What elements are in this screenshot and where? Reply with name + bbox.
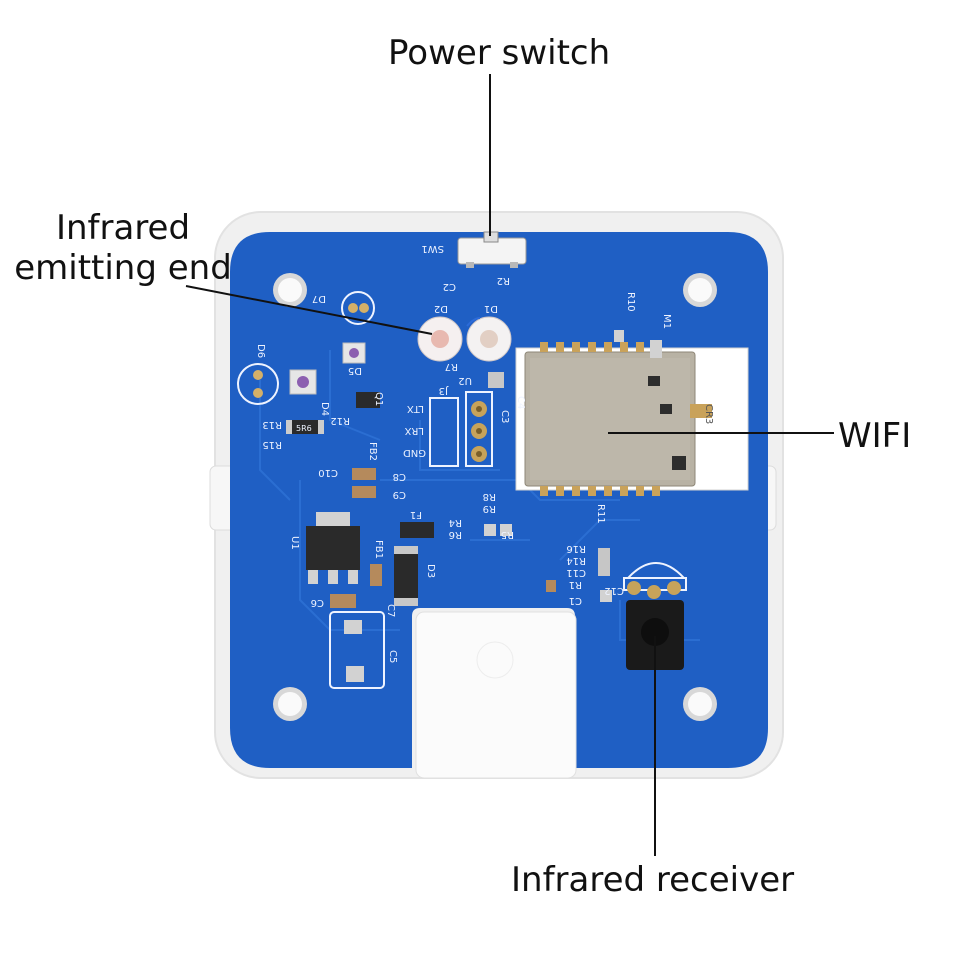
silk-f1: F1 (410, 509, 422, 520)
power-switch (457, 231, 527, 268)
silk-c12: C12 (604, 585, 624, 596)
header-j3 (429, 391, 493, 467)
callout-power-switch: Power switch (388, 33, 611, 73)
silk-fb1: FB1 (373, 540, 384, 559)
silk-d1: D1 (484, 303, 498, 314)
silk-c9: C9 (393, 489, 406, 500)
leader-ir-emitting (185, 285, 433, 335)
silk-ltx: LTX (407, 403, 424, 414)
silk-cr3: CR3 (703, 404, 714, 424)
silk-d2: D2 (434, 303, 448, 314)
silk-c3: C3 (499, 410, 510, 423)
led-d4 (289, 369, 317, 395)
silk-m1: M1 (661, 314, 672, 329)
silk-d5: D5 (348, 365, 362, 376)
silk-d3: D3 (425, 564, 436, 578)
silk-u2: U2 (458, 375, 472, 386)
silk-fb2: FB2 (367, 442, 378, 461)
silk-r2: R2 (497, 275, 510, 286)
silk-c2: C2 (443, 281, 456, 292)
silk-r12: R12 (330, 415, 350, 426)
silk-lrx: LRX (404, 425, 424, 436)
callout-wifi: WIFI (838, 416, 912, 456)
ir-emitter-leds (237, 291, 512, 405)
callout-leaders (185, 74, 834, 856)
silk-r9: R9 (483, 503, 496, 514)
silk-c5: C5 (387, 650, 398, 663)
pcb-traces (259, 350, 700, 641)
silk-r13: R13 (262, 419, 282, 430)
mounting-holes (273, 273, 717, 721)
silk-u1: U1 (289, 536, 300, 550)
silk-r10: R10 (625, 292, 636, 312)
silk-c6: C6 (311, 597, 324, 608)
smd-components (286, 330, 662, 689)
silk-c7: C7 (385, 604, 396, 617)
silk-r7: R7 (445, 361, 458, 372)
silk-r11: R11 (595, 504, 606, 524)
silk-d7: D7 (312, 293, 326, 304)
silk-r8: R8 (483, 491, 496, 502)
silk-d6: D6 (255, 344, 266, 358)
ir-receiver (623, 562, 687, 670)
silk-gnd: GND (403, 447, 426, 458)
silk-c1: C1 (569, 595, 582, 606)
callout-infrared-emitting-end: Infrared emitting end (12, 208, 234, 288)
silk-r4: R4 (449, 517, 462, 528)
silk-q1: Q1 (373, 392, 384, 406)
silk-sw1: SW1 (421, 243, 444, 254)
callout-infrared-receiver: Infrared receiver (511, 860, 795, 900)
silk-d4: D4 (319, 402, 330, 416)
callout-infrared-emitting-line1: Infrared (55, 208, 191, 248)
silk-c8: C8 (393, 471, 406, 482)
silkscreen-labels: SW1 R2 C2 R10 M1 D7 D2 D1 D6 D5 D4 R7 U2… (255, 243, 714, 663)
callout-infrared-emitting-line2: emitting end (14, 248, 232, 288)
silk-c11: C11 (566, 567, 586, 578)
silk-r16: R16 (566, 543, 586, 554)
silk-c10: C10 (318, 467, 338, 478)
silk-c4: C4 (515, 396, 526, 409)
usb-port-housing (415, 611, 577, 779)
silk-r14: R14 (566, 555, 586, 566)
silk-r6: R6 (449, 529, 462, 540)
silk-r5: R5 (501, 529, 514, 540)
silk-r15: R15 (262, 439, 282, 450)
silk-j3: J3 (439, 385, 449, 396)
wifi-module (515, 342, 749, 496)
silk-r1: R1 (569, 579, 582, 590)
silk-5r6: 5R6 (296, 424, 312, 433)
